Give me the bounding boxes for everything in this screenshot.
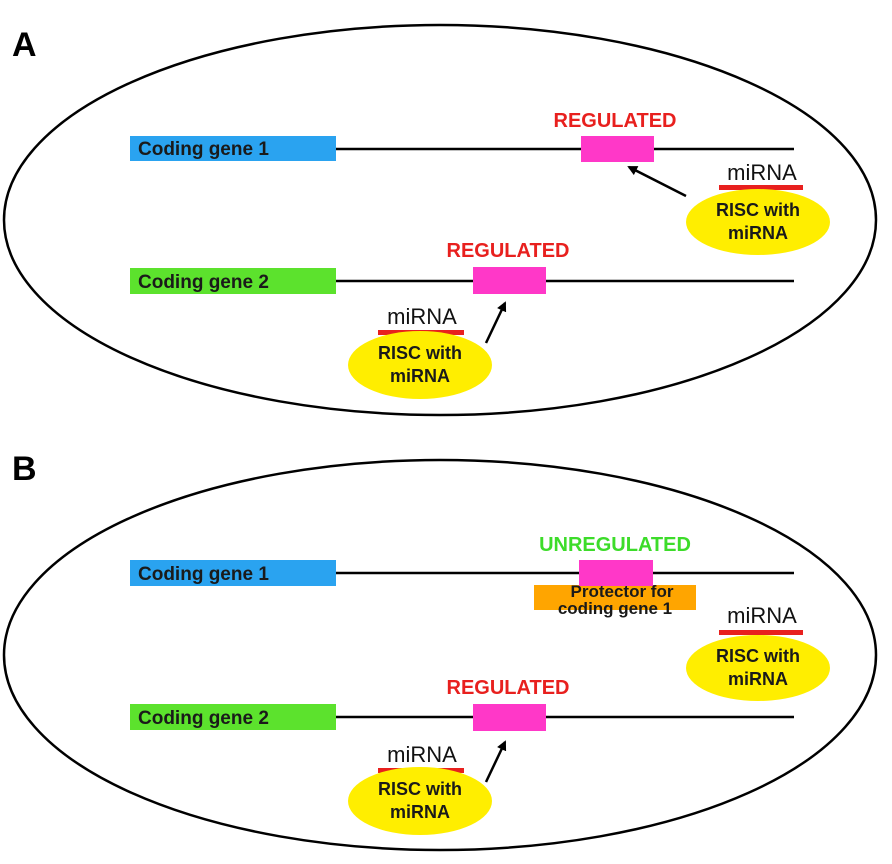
mirna-label: miRNA bbox=[387, 742, 457, 767]
risc-line2: miRNA bbox=[728, 223, 788, 243]
mirna-label: miRNA bbox=[727, 160, 797, 185]
gene1-target-site-a bbox=[581, 136, 654, 162]
mirna-strand bbox=[719, 630, 803, 635]
protector-line1: Protector for bbox=[571, 582, 674, 601]
gene1-status-b: UNREGULATED bbox=[539, 534, 691, 556]
panel-b-cell bbox=[2, 458, 878, 852]
panel-b: B Coding gene 1 UNREGULATED Protector fo… bbox=[2, 450, 878, 852]
risc1-arrow-a bbox=[627, 165, 687, 198]
panel-a: A Coding gene 1 REGULATED miRNA RISC wit… bbox=[2, 23, 878, 417]
mirna-label: miRNA bbox=[387, 304, 457, 329]
risc-line1: RISC with bbox=[378, 779, 462, 799]
gene1-box-b bbox=[130, 560, 336, 586]
risc-ellipse bbox=[348, 767, 492, 835]
gene1-box-a bbox=[130, 136, 336, 161]
risc-line1: RISC with bbox=[716, 200, 800, 220]
gene2-label-b: Coding gene 2 bbox=[138, 708, 269, 729]
gene1-label-a: Coding gene 1 bbox=[138, 139, 269, 160]
gene1-target-site-b bbox=[579, 560, 653, 586]
gene2-target-site-a bbox=[473, 267, 546, 294]
risc-ellipse bbox=[686, 635, 830, 701]
panel-a-cell bbox=[2, 23, 878, 417]
risc-ellipse bbox=[348, 331, 492, 399]
mirna-strand bbox=[719, 185, 803, 190]
mirna-label: miRNA bbox=[727, 603, 797, 628]
panel-b-letter: B bbox=[12, 450, 37, 488]
gene2-label-a: Coding gene 2 bbox=[138, 272, 269, 293]
protector-line2: coding gene 1 bbox=[558, 599, 672, 618]
risc2-arrow-b bbox=[484, 740, 507, 783]
gene1-label-b: Coding gene 1 bbox=[138, 564, 269, 585]
risc-line2: miRNA bbox=[390, 366, 450, 386]
gene2-target-site-b bbox=[473, 704, 546, 731]
risc-ellipse bbox=[686, 189, 830, 255]
risc2-complex-a: miRNA RISC with miRNA bbox=[348, 304, 492, 399]
risc2-arrow-a bbox=[484, 301, 507, 344]
gene2-status-a: REGULATED bbox=[447, 240, 570, 262]
gene1-status-a: REGULATED bbox=[554, 110, 677, 132]
gene2-status-b: REGULATED bbox=[447, 677, 570, 699]
risc-line2: miRNA bbox=[390, 802, 450, 822]
risc-line1: RISC with bbox=[378, 343, 462, 363]
risc2-complex-b: miRNA RISC with miRNA bbox=[348, 742, 492, 835]
gene2-box-b bbox=[130, 704, 336, 730]
protector-box bbox=[534, 585, 696, 610]
risc1-complex-b: miRNA RISC with miRNA bbox=[686, 603, 830, 701]
risc1-complex-a: miRNA RISC with miRNA bbox=[686, 160, 830, 255]
gene2-box-a bbox=[130, 268, 336, 294]
panel-a-letter: A bbox=[12, 26, 37, 64]
risc-line2: miRNA bbox=[728, 669, 788, 689]
risc-line1: RISC with bbox=[716, 646, 800, 666]
